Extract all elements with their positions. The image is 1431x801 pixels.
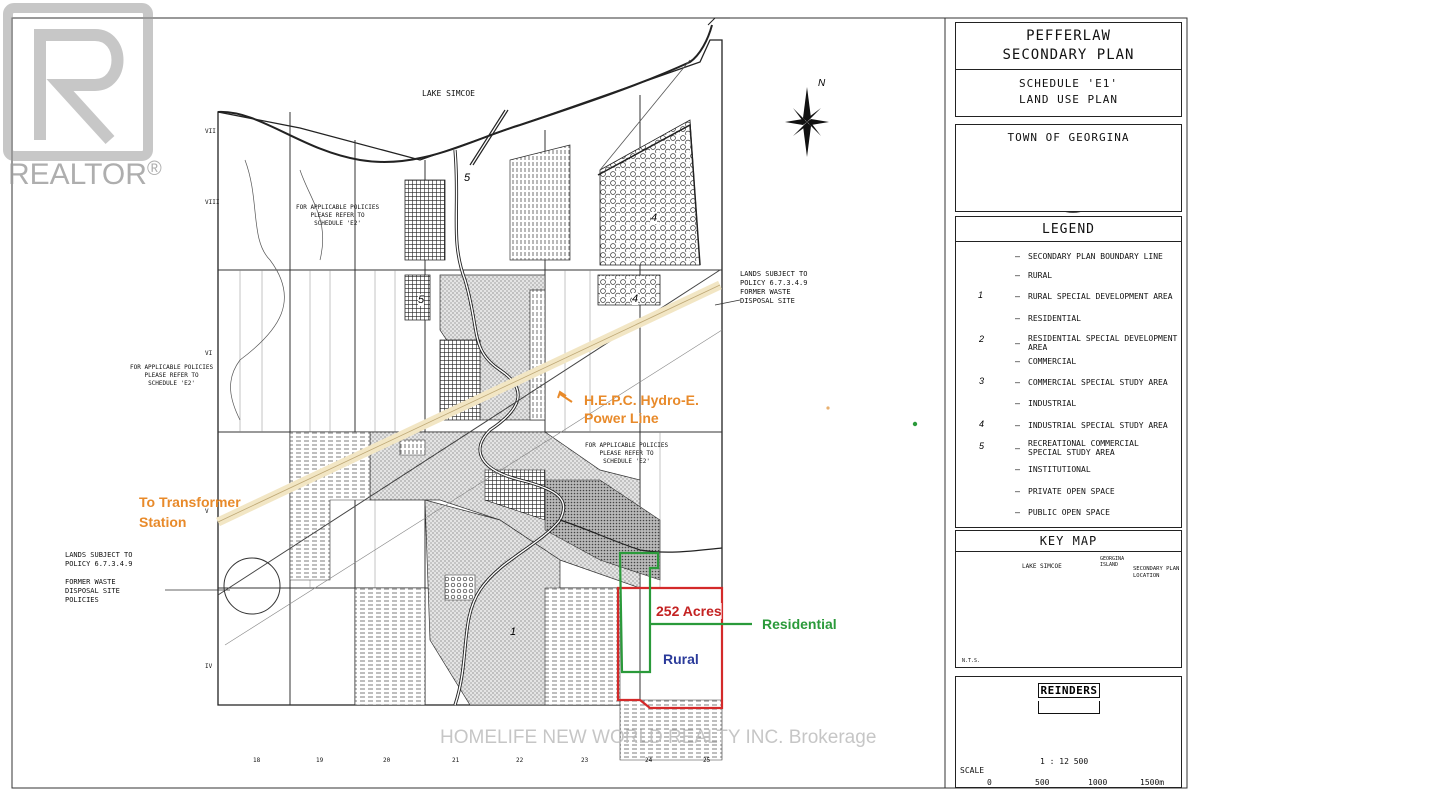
consultant-logo: REINDERS [1038,683,1100,698]
legend-label: INDUSTRIAL SPECIAL STUDY AREA [1028,420,1168,430]
bottom-margin-label: 22 [516,757,524,764]
bottom-margin-label: 21 [452,757,460,764]
legend-label: PUBLIC OPEN SPACE [1028,507,1110,517]
residential-annotation: Residential [762,616,837,632]
transformer-annotation: To Transformer Station [139,494,241,530]
legend-label: SECONDARY PLAN BOUNDARY LINE [1028,251,1163,261]
bottom-margin-label: 20 [383,757,391,764]
legend-label: PRIVATE OPEN SPACE [1028,486,1115,496]
margin-label: VII [205,128,216,135]
key-map-panel: KEY MAP [955,530,1182,668]
hydro-line-annotation: H.E.P.C. Hydro-E. Power Line [584,392,699,426]
north-arrow-icon [785,87,829,157]
policy-note-center: FOR APPLICABLE POLICIES PLEASE REFER TO … [585,442,669,465]
legend-title: LEGEND [1042,222,1095,237]
zone-number: 4 [651,212,658,224]
lake-label: LAKE SIMCOE [422,89,475,98]
plan-title-panel: PEFFERLAW SECONDARY PLAN [955,22,1182,70]
registered-mark: ® [146,158,162,180]
legend-swatch-number: 1 [978,290,984,300]
margin-label: VI [205,350,213,357]
key-map-nts-label: N.T.S. [962,658,981,664]
legend-label: INSTITUTIONAL [1028,464,1091,474]
zone-number: 1 [510,626,517,638]
north-label: N [818,78,826,89]
scale-ratio: 1 : 12 500 [1040,757,1089,766]
margin-label: IV [205,663,213,670]
legend-label: RESIDENTIAL [1028,313,1081,323]
legend-label: RESIDENTIAL SPECIAL DEVELOPMENT AREA [1028,334,1178,352]
legend-swatch-number: 3 [978,376,986,386]
legend-label: COMMERCIAL SPECIAL STUDY AREA [1028,377,1168,387]
key-map-title: KEY MAP [1039,534,1098,548]
key-map-location-label: SECONDARY PLAN LOCATION [1133,566,1180,579]
zone-number: 4 [632,293,639,305]
legend-label: RECREATIONAL COMMERCIAL SPECIAL STUDY AR… [1028,439,1139,457]
rural-annotation: Rural [663,651,699,667]
lands-subject-right: LANDS SUBJECT TO POLICY 6.7.3.4.9 FORMER… [740,270,808,305]
legend-label: RURAL SPECIAL DEVELOPMENT AREA [1028,291,1173,301]
legend-swatch-number: 5 [978,441,986,451]
legend-panel: LEGEND [955,216,1182,528]
scale-label: SCALE [960,766,985,775]
residential-strip-outline [618,551,660,674]
scale-tick: 1000 [1088,778,1108,787]
acres-annotation: 252 Acres [656,603,722,619]
legend-label: COMMERCIAL [1028,356,1077,366]
schedule-title: SCHEDULE 'E1' LAND USE PLAN [1018,77,1119,106]
town-panel: TOWN OF GEORGINA [955,124,1182,212]
scale-tick: 1500m [1140,778,1165,787]
bottom-margin-label: 24 [645,757,653,764]
bottom-margin-label: 23 [581,757,589,764]
brokerage-watermark: HOMELIFE NEW WORLD REALTY INC. Brokerage [440,727,877,748]
legend-label: RURAL [1028,270,1053,280]
legend-swatch-number: 4 [978,419,986,429]
schedule-panel: SCHEDULE 'E1' LAND USE PLAN [955,70,1182,117]
scale-tick: 0 [987,778,992,787]
legend-label: INDUSTRIAL [1028,398,1077,408]
policy-note-left: FOR APPLICABLE POLICIES PLEASE REFER TO … [130,364,214,387]
margin-label: V [205,508,209,515]
lands-subject-left: LANDS SUBJECT TO POLICY 6.7.3.4.9 FORMER… [65,551,133,604]
policy-note-top: FOR APPLICABLE POLICIES PLEASE REFER TO … [296,204,380,227]
bottom-margin-label: 19 [316,757,324,764]
zone-number: 5 [464,172,471,184]
bottom-margin-label: 18 [253,757,261,764]
margin-label: VIII [205,199,220,206]
subject-parcel-outline [616,586,724,710]
key-map-georgina-label: GEORGINA ISLAND [1100,556,1125,568]
realtor-logo-icon [3,3,153,161]
zone-number: 5 [418,294,425,306]
consultant-panel [955,676,1182,788]
plan-title: PEFFERLAW SECONDARY PLAN [1002,28,1135,63]
bottom-margin-label: 25 [703,757,711,764]
realtor-wordmark: REALTOR [8,158,147,191]
legend-swatch-number: 2 [978,334,986,344]
town-name: TOWN OF GEORGINA [1007,131,1130,144]
scale-tick: 500 [1035,778,1050,787]
key-map-lake-label: LAKE SIMCOE [1022,563,1062,570]
